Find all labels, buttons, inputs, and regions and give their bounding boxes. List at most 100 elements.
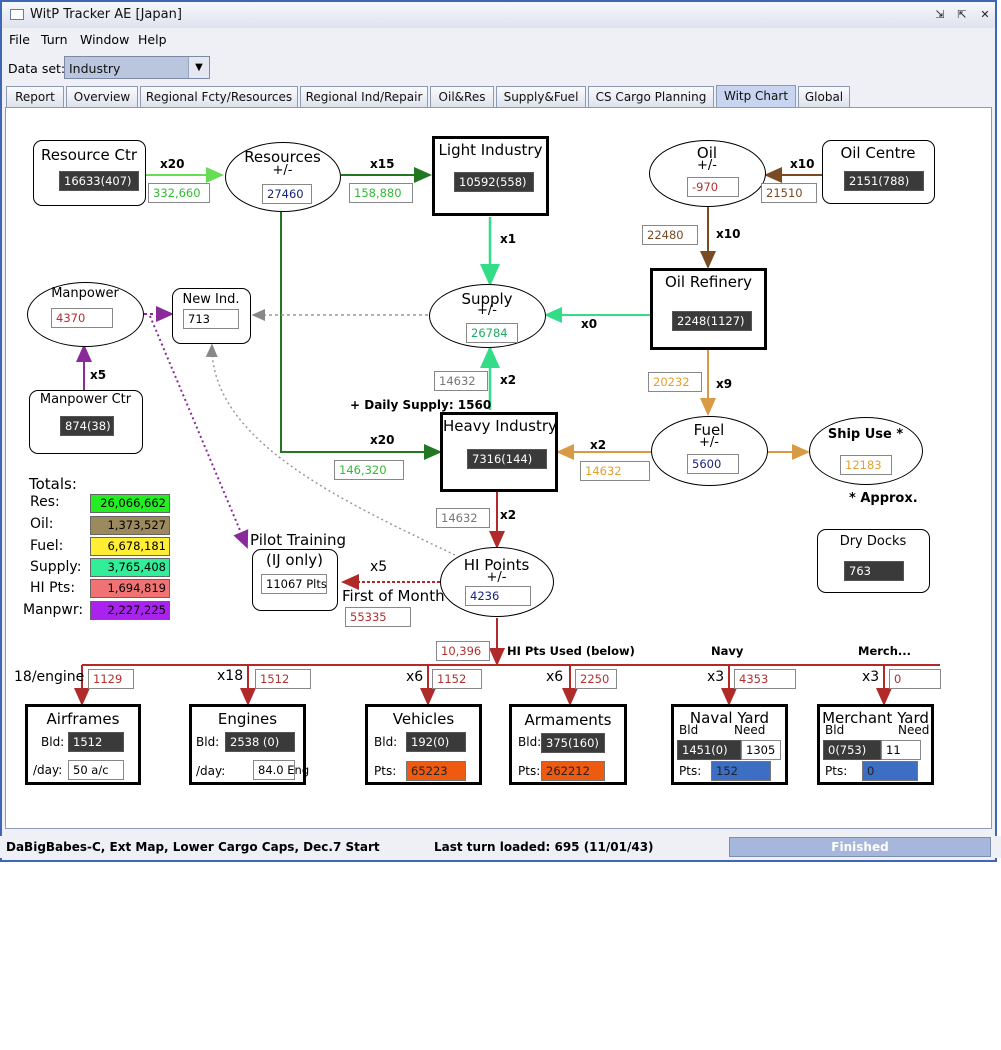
totals-res-label: Res: <box>30 494 60 510</box>
tab-witp-chart[interactable]: Witp Chart <box>716 85 796 108</box>
resources-delta-label: +/- <box>272 163 293 178</box>
merchant-pts-label: Pts: <box>825 764 848 778</box>
vehicles-bld-label: Bld: <box>374 735 398 749</box>
dry-docks-value: 763 <box>844 561 904 581</box>
totals-hipts-label: HI Pts: <box>30 580 76 596</box>
fuel-node: Fuel +/- 5600 <box>651 416 768 486</box>
tab-regional-ind[interactable]: Regional Ind/Repair <box>300 86 428 107</box>
tab-overview[interactable]: Overview <box>66 86 138 107</box>
airframes-used: 1129 <box>88 669 134 689</box>
vehicles-pts-value: 65223 <box>406 761 466 781</box>
manpower-value: 4370 <box>51 308 113 328</box>
naval-need-value: 1305 <box>741 740 781 760</box>
hi-points-label: HI Points <box>463 556 530 574</box>
app-icon <box>10 9 24 20</box>
tab-regional-fcty[interactable]: Regional Fcty/Resources <box>140 86 298 107</box>
hi-supply-flow-value: 14632 <box>434 371 488 391</box>
refinery-fuel-flow-mult: x9 <box>716 377 733 391</box>
airframes-bld-value: 1512 <box>68 732 124 752</box>
armaments-mult: x6 <box>546 669 564 685</box>
oil-refinery-value: 2248(1127) <box>672 311 752 331</box>
engines-day-label: /day: <box>196 764 226 778</box>
vehicles-pts-label: Pts: <box>374 764 397 778</box>
oil-label: Oil <box>696 144 718 162</box>
armaments-pts-label: Pts: <box>518 764 541 778</box>
hipts-used-label: HI Pts Used (below) <box>507 644 635 658</box>
hipts-used-value: 10,396 <box>436 641 490 661</box>
new-ind-value: 713 <box>183 309 239 329</box>
close-icon[interactable]: ✕ <box>980 8 990 21</box>
menu-turn[interactable]: Turn <box>41 32 68 47</box>
menu-file[interactable]: File <box>9 32 30 47</box>
supply-delta-label: +/- <box>477 303 497 318</box>
menu-window[interactable]: Window <box>80 32 130 47</box>
tab-report[interactable]: Report <box>6 86 64 107</box>
approx-note: * Approx. <box>849 491 918 506</box>
ship-use-value: 12183 <box>840 455 892 475</box>
totals-manpwr-value: 2,227,225 <box>90 601 170 620</box>
airframes-mult: 18/engine <box>14 669 85 685</box>
airframes-bld-label: Bld: <box>41 735 65 749</box>
oil-refinery-label: Oil Refinery <box>664 273 753 291</box>
naval-pts-label: Pts: <box>679 764 702 778</box>
totals-fuel-value: 6,678,181 <box>90 537 170 556</box>
refinery-supply-flow-mult: x0 <box>581 317 598 331</box>
resources-node: Resources +/- 27460 <box>225 142 341 212</box>
merchant-yard-node: Merchant Yard Bld Need 0(753) 11 Pts: 0 <box>817 704 934 785</box>
oil-refinery-flow-value: 22480 <box>642 225 698 245</box>
minimize-icon[interactable]: ⇲ <box>935 8 945 21</box>
resource-ctr-label: Resource Ctr <box>40 146 138 164</box>
airframes-label: Airframes <box>46 710 120 728</box>
heavy-industry-value: 7316(144) <box>467 449 547 469</box>
hipts-pilot-flow-mult: x5 <box>370 559 388 575</box>
supply-node: Supply +/- 26784 <box>429 284 546 348</box>
tab-supply-fuel[interactable]: Supply&Fuel <box>496 86 586 107</box>
oil-centre-node: Oil Centre 2151(788) <box>822 140 935 204</box>
armaments-label: Armaments <box>524 711 612 729</box>
light-industry-node: Light Industry 10592(558) <box>432 136 549 216</box>
vehicles-bld-value: 192(0) <box>406 732 466 752</box>
merchant-mult: x3 <box>862 669 880 685</box>
hi-hipts-flow-mult: x2 <box>500 508 517 522</box>
totals-title: Totals: <box>29 475 77 493</box>
oil-refinery-flow-mult: x10 <box>716 227 741 241</box>
menu-bar: File Turn Window Help <box>2 28 995 50</box>
vehicles-used: 1152 <box>432 669 482 689</box>
airframes-node: Airframes Bld: 1512 /day: 50 a/c <box>25 704 141 785</box>
vehicles-node: Vehicles Bld: 192(0) Pts: 65223 <box>365 704 482 785</box>
fuel-value: 5600 <box>687 454 739 474</box>
tab-cs-cargo[interactable]: CS Cargo Planning <box>588 86 714 107</box>
engines-day-value: 84.0 Eng <box>253 760 309 780</box>
fuel-delta-label: +/- <box>699 435 719 450</box>
title-bar: WitP Tracker AE [Japan] ⇲ ⇱ ✕ <box>2 2 995 29</box>
armaments-bld-value: 375(160) <box>541 733 605 753</box>
resource-ctr-node: Resource Ctr 16633(407) <box>33 140 146 206</box>
ship-use-label: Ship Use * <box>827 427 904 442</box>
new-ind-node: New Ind. 713 <box>172 288 251 344</box>
tab-global[interactable]: Global <box>798 86 850 107</box>
hi-points-delta-label: +/- <box>486 570 507 585</box>
engines-label: Engines <box>217 710 278 728</box>
tab-oil-res[interactable]: Oil&Res <box>430 86 494 107</box>
manpower-label: Manpower <box>51 286 119 301</box>
oil-refinery-node: Oil Refinery 2248(1127) <box>650 268 767 350</box>
res-li-flow-mult: x15 <box>370 157 395 171</box>
menu-help[interactable]: Help <box>138 32 167 47</box>
chevron-down-icon[interactable]: ▼ <box>188 57 209 78</box>
ship-use-node: Ship Use * 12183 <box>809 417 923 485</box>
totals-oil-label: Oil: <box>30 516 54 532</box>
pilot-training-value: 11067 Plts <box>261 574 327 594</box>
engines-bld-value: 2538 (0) <box>225 732 295 752</box>
fuel-label: Fuel <box>693 421 725 439</box>
supply-value: 26784 <box>466 323 518 343</box>
dataset-select[interactable]: Industry ▼ <box>64 56 210 79</box>
merch-label: Merch... <box>858 644 912 658</box>
armaments-node: Armaments Bld: 375(160) Pts: 262212 <box>509 704 627 785</box>
light-industry-label: Light Industry <box>438 141 543 159</box>
oil-centre-label: Oil Centre <box>840 144 916 162</box>
maximize-icon[interactable]: ⇱ <box>957 8 967 21</box>
oil-node: Oil +/- -970 <box>649 140 766 207</box>
engines-node: Engines Bld: 2538 (0) /day: 84.0 Eng <box>189 704 309 785</box>
naval-used: 4353 <box>734 669 796 689</box>
totals-hipts-value: 1,694,819 <box>90 579 170 598</box>
